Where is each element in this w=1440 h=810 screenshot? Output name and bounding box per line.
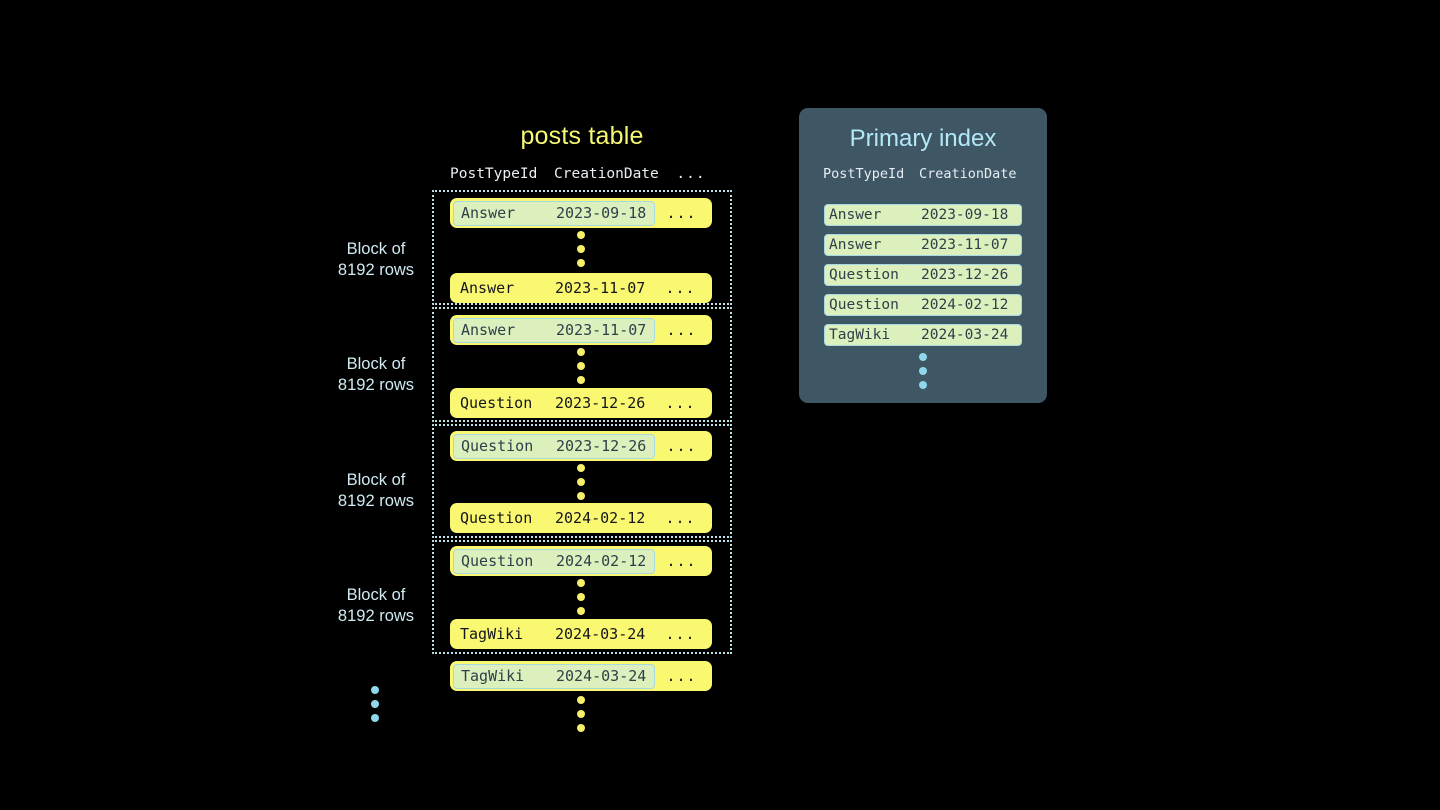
cell-creationdate: 2024-03-24 — [556, 667, 647, 685]
table-row: Question 2024-02-12 ... — [450, 503, 712, 533]
table-row: Question 2023-12-26 ... — [450, 388, 712, 418]
posts-table-column-headers: PostTypeId CreationDate ... — [450, 166, 716, 182]
block-label-3-line2: 8192 rows — [337, 492, 415, 510]
table-row: Question 2023-12-26 ... — [450, 431, 712, 461]
table-row: Answer 2023-11-07 ... — [450, 315, 712, 345]
index-row-list: Answer 2023-09-18 Answer 2023-11-07 Ques… — [824, 204, 1022, 354]
cell-more: ... — [665, 279, 696, 297]
block-label-3-line1: Block of — [346, 471, 406, 489]
cell-creationdate: 2023-09-18 — [556, 204, 647, 222]
cell-posttypeid: Answer — [460, 279, 515, 297]
cell-creationdate: 2024-03-24 — [555, 625, 646, 643]
index-cell-creationdate: 2023-12-26 — [921, 267, 1009, 283]
row-highlight-pill: Question 2024-02-12 — [453, 548, 655, 574]
posts-table-title: posts table — [520, 122, 644, 150]
block-label-4-line1: Block of — [346, 586, 406, 604]
cell-more: ... — [666, 437, 697, 455]
table-continuation-dots — [577, 696, 585, 732]
cell-posttypeid: Question — [461, 552, 534, 570]
index-cell-posttypeid: TagWiki — [829, 327, 891, 343]
blocks-continuation-dots — [371, 686, 379, 722]
column-header-creationdate: CreationDate — [554, 166, 659, 182]
row-plain-pill: Answer 2023-11-07 — [453, 276, 653, 301]
block-1 — [432, 190, 732, 305]
cell-creationdate: 2024-02-12 — [556, 552, 647, 570]
cell-more: ... — [666, 204, 697, 222]
block-4 — [432, 540, 732, 654]
row-plain-pill: Question 2024-02-12 — [453, 506, 653, 531]
cell-more: ... — [665, 509, 696, 527]
column-header-posttypeid: PostTypeId — [450, 166, 538, 182]
block-label-4: Block of 8192 rows — [301, 585, 451, 627]
cell-more: ... — [666, 667, 697, 685]
cell-creationdate: 2023-11-07 — [555, 279, 646, 297]
row-plain-pill: TagWiki 2024-03-24 — [453, 622, 653, 647]
row-highlight-pill: Answer 2023-11-07 — [453, 317, 655, 343]
cell-posttypeid: Answer — [461, 321, 516, 339]
cell-posttypeid: TagWiki — [461, 667, 525, 685]
block-label-2-line1: Block of — [346, 355, 406, 373]
index-continuation-dots — [799, 353, 1047, 389]
block-2 — [432, 307, 732, 422]
table-row: TagWiki 2024-03-24 ... — [450, 619, 712, 649]
index-row: Question 2024-02-12 — [824, 294, 1022, 316]
index-row: Answer 2023-09-18 — [824, 204, 1022, 226]
cell-posttypeid: Question — [460, 509, 533, 527]
cell-more: ... — [666, 321, 697, 339]
cell-creationdate: 2023-12-26 — [555, 394, 646, 412]
index-row: Question 2023-12-26 — [824, 264, 1022, 286]
primary-index-panel: Primary index PostTypeId CreationDate An… — [799, 108, 1047, 403]
block-label-2: Block of 8192 rows — [301, 354, 451, 396]
index-cell-posttypeid: Answer — [829, 237, 882, 253]
index-cell-posttypeid: Question — [829, 267, 899, 283]
block-label-1: Block of 8192 rows — [301, 239, 451, 281]
row-plain-pill: Question 2023-12-26 — [453, 391, 653, 416]
cell-creationdate: 2024-02-12 — [555, 509, 646, 527]
row-highlight-pill: Question 2023-12-26 — [453, 433, 655, 459]
cell-posttypeid: Question — [460, 394, 533, 412]
cell-more: ... — [666, 552, 697, 570]
block-3 — [432, 424, 732, 538]
block-label-2-line2: 8192 rows — [337, 376, 415, 394]
cell-posttypeid: Answer — [461, 204, 516, 222]
table-row: Answer 2023-11-07 ... — [450, 273, 712, 303]
cell-posttypeid: TagWiki — [460, 625, 524, 643]
row-highlight-pill: Answer 2023-09-18 — [453, 200, 655, 226]
row-highlight-pill: TagWiki 2024-03-24 — [453, 663, 655, 689]
table-row: Question 2024-02-12 ... — [450, 546, 712, 576]
block-label-4-line2: 8192 rows — [337, 607, 415, 625]
cell-creationdate: 2023-12-26 — [556, 437, 647, 455]
index-cell-creationdate: 2024-02-12 — [921, 297, 1009, 313]
index-row: Answer 2023-11-07 — [824, 234, 1022, 256]
column-header-more: ... — [676, 166, 706, 182]
block-label-3: Block of 8192 rows — [301, 470, 451, 512]
row-ellipsis-dots — [577, 464, 585, 500]
index-column-header-creationdate: CreationDate — [919, 166, 1017, 182]
block-label-1-line2: 8192 rows — [337, 261, 415, 279]
cell-more: ... — [665, 394, 696, 412]
index-column-headers: PostTypeId CreationDate — [823, 166, 1027, 182]
primary-index-title: Primary index — [849, 125, 997, 152]
block-label-1-line1: Block of — [346, 240, 406, 258]
index-cell-creationdate: 2024-03-24 — [921, 327, 1009, 343]
index-column-header-posttypeid: PostTypeId — [823, 166, 905, 182]
cell-more: ... — [665, 625, 696, 643]
index-cell-posttypeid: Answer — [829, 207, 882, 223]
row-ellipsis-dots — [577, 231, 585, 267]
table-row: TagWiki 2024-03-24 ... — [450, 661, 712, 691]
index-row: TagWiki 2024-03-24 — [824, 324, 1022, 346]
row-ellipsis-dots — [577, 348, 585, 384]
table-row: Answer 2023-09-18 ... — [450, 198, 712, 228]
index-cell-posttypeid: Question — [829, 297, 899, 313]
index-cell-creationdate: 2023-11-07 — [921, 237, 1009, 253]
row-ellipsis-dots — [577, 579, 585, 615]
index-cell-creationdate: 2023-09-18 — [921, 207, 1009, 223]
cell-creationdate: 2023-11-07 — [556, 321, 647, 339]
cell-posttypeid: Question — [461, 437, 534, 455]
